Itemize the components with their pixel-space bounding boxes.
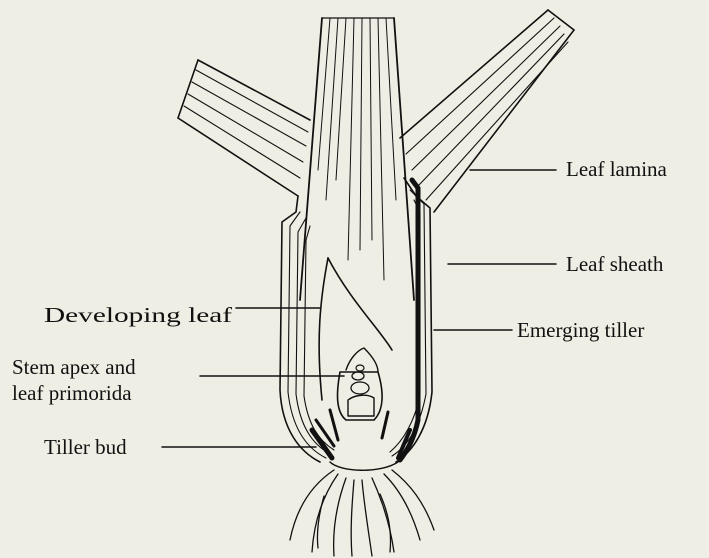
label-emerging-tiller: Emerging tiller [517,318,644,342]
label-developing-leaf: Developing leaf [44,303,232,327]
label-stem-apex-line1: Stem apex and [12,355,136,379]
label-stem-apex-line2: leaf primorida [12,381,132,405]
label-leaf-sheath: Leaf sheath [566,252,664,276]
crown-base [330,462,398,470]
central-leaf [300,18,414,400]
label-tiller-bud: Tiller bud [44,435,127,459]
stem-apex [338,348,383,420]
tiller-buds [312,420,410,458]
left-leaf-blade [178,60,310,196]
label-leaf-lamina: Leaf lamina [566,157,668,181]
inner-sheath-points [330,410,388,440]
right-leaf-blade [400,10,574,212]
roots [290,470,434,556]
